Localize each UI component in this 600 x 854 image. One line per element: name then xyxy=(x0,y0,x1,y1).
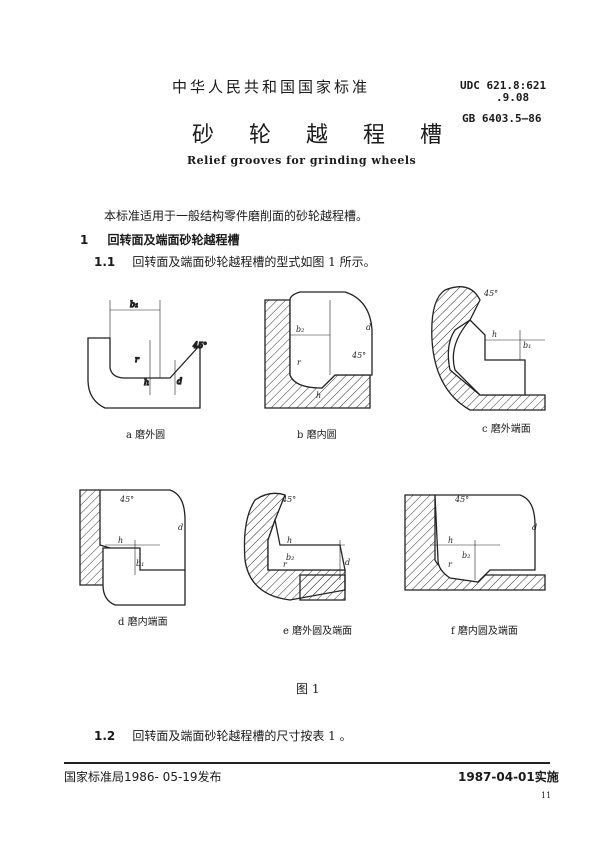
udc-line1: UDC 621.8:621 xyxy=(460,79,547,92)
label-r: r xyxy=(297,358,302,367)
section-number: 1 xyxy=(80,233,89,247)
label-angle: 45° xyxy=(192,341,207,350)
label-d: d xyxy=(366,323,371,332)
gb-number: GB 6403.5—86 xyxy=(462,112,542,125)
label-d: d xyxy=(532,523,537,532)
label-h: h xyxy=(448,536,453,545)
figure-e: h b₂ r 45° d xyxy=(243,492,350,601)
footer-rule xyxy=(64,762,550,764)
figure-a: b₁ r h 45° d xyxy=(87,299,208,409)
label-d: d xyxy=(177,377,182,386)
label-b: b₁ xyxy=(136,559,144,568)
clause-number: 1.1 xyxy=(94,255,116,269)
label-h: h xyxy=(316,391,321,400)
label-angle: 45° xyxy=(351,351,366,360)
figure-d: h b₁ 45° d xyxy=(79,489,186,606)
label-angle: 45° xyxy=(483,289,498,298)
section-1-heading: 1 回转面及端面砂轮越程槽 xyxy=(80,229,239,248)
label-b: b₂ xyxy=(462,551,470,560)
figure-b: b₂ r h 45° d xyxy=(264,291,373,409)
label-b: b₁ xyxy=(523,341,531,350)
intro-text: 本标准适用于一般结构零件磨削面的砂轮越程槽。 xyxy=(104,209,369,223)
effective-date: 1987-04-01实施 xyxy=(458,770,559,784)
clause-1-2: 1.2 回转面及端面砂轮越程槽的尺寸按表 1 。 xyxy=(94,725,352,744)
label-h: h xyxy=(287,536,292,545)
clause-number: 1.2 xyxy=(94,729,116,743)
page-number: 11 xyxy=(541,791,552,800)
caption-b: b 磨内圆 xyxy=(297,430,337,441)
title-en: Relief grooves for grinding wheels xyxy=(187,154,417,167)
figure-f: h b₂ r 45° d xyxy=(404,494,546,591)
issuer: 中华人民共和国国家标准 xyxy=(172,78,371,96)
title-cn: 砂 轮 越 程 槽 xyxy=(192,123,456,148)
caption-c: c 磨外端面 xyxy=(482,424,531,435)
label-d: d xyxy=(178,523,183,532)
figure-c: h b₁ 45° xyxy=(431,286,546,411)
figure-1-drawings: b₁ r h 45° d b₂ r h 45° d h b₁ 45° h b₁ … xyxy=(79,286,546,606)
label-angle: 45° xyxy=(119,495,134,504)
label-h: h xyxy=(118,536,123,545)
caption-a: a 磨外圆 xyxy=(126,430,166,441)
caption-e: e 磨外圆及端面 xyxy=(283,626,353,637)
label-r: r xyxy=(283,560,288,569)
clause-1-1: 1.1 回转面及端面砂轮越程槽的型式如图 1 所示。 xyxy=(94,251,376,270)
udc-code: UDC 621.8:621 .9.08 xyxy=(460,80,546,104)
label-d: d xyxy=(345,558,350,567)
label-h: h xyxy=(492,330,497,339)
label-b: b₂ xyxy=(296,325,304,334)
label-r: r xyxy=(448,560,453,569)
udc-line2: .9.08 xyxy=(496,91,530,104)
label-b: b₂ xyxy=(286,553,294,562)
label-h: h xyxy=(144,378,149,387)
clause-text: 回转面及端面砂轮越程槽的尺寸按表 1 。 xyxy=(132,729,352,743)
figure-label: 图 1 xyxy=(296,682,320,696)
clause-text: 回转面及端面砂轮越程槽的型式如图 1 所示。 xyxy=(132,255,376,269)
label-angle: 45° xyxy=(281,495,296,504)
section-title: 回转面及端面砂轮越程槽 xyxy=(107,233,240,247)
label-b: b₁ xyxy=(130,300,138,309)
label-angle: 45° xyxy=(454,495,469,504)
label-r: r xyxy=(135,355,140,364)
caption-f: f 磨内圆及端面 xyxy=(451,626,518,637)
caption-d: d 磨内端面 xyxy=(118,617,168,628)
issue-date: 国家标准局1986- 05-19发布 xyxy=(64,770,222,784)
